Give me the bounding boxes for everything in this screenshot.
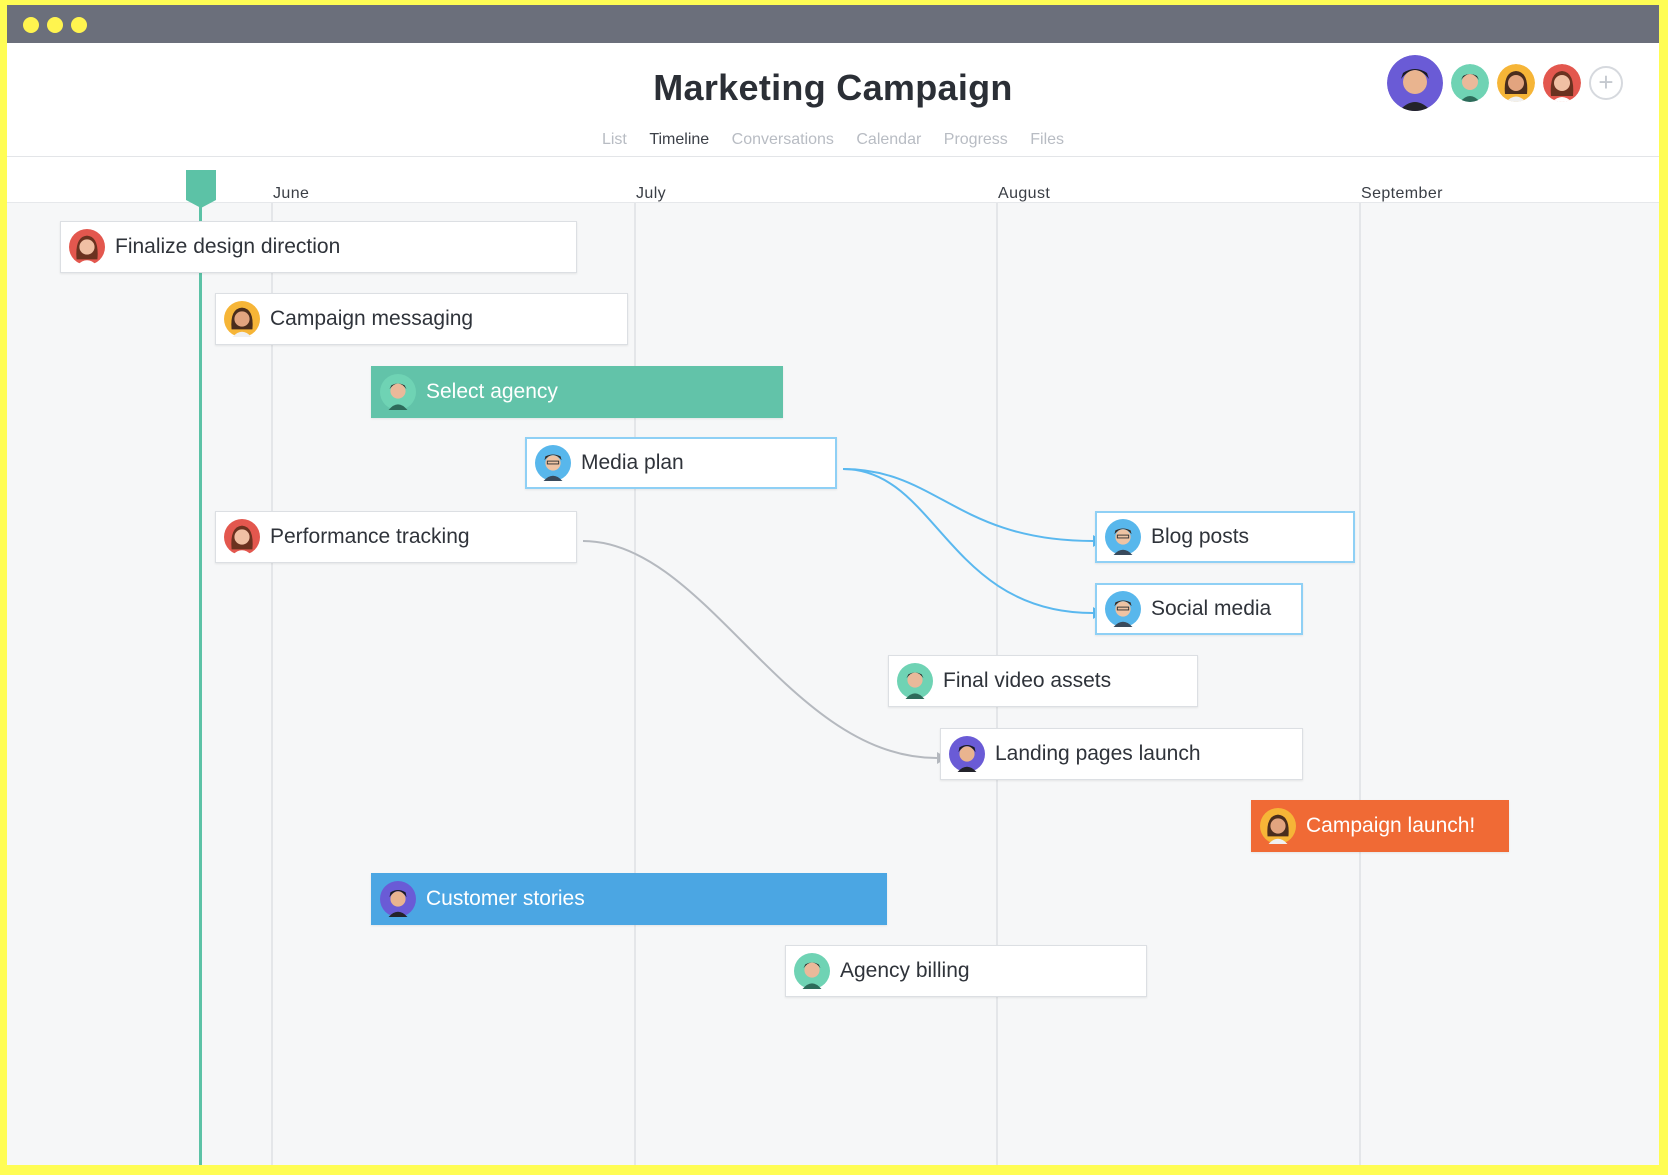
member-avatar-3[interactable] [1497,64,1535,102]
add-member-button[interactable]: + [1589,66,1623,100]
task-bar[interactable]: Landing pages launch [940,728,1303,780]
timeline-month-header: June July August September [7,157,1659,203]
member-avatar-1[interactable] [1387,55,1443,111]
task-bar[interactable]: Customer stories [371,873,887,925]
month-label-june: June [273,185,310,202]
tab-files[interactable]: Files [1030,131,1065,148]
tab-timeline[interactable]: Timeline [649,131,710,160]
task-bar[interactable]: Final video assets [888,655,1198,707]
tab-progress[interactable]: Progress [943,131,1008,148]
month-label-september: September [1361,185,1443,202]
assignee-avatar [535,445,571,481]
today-marker-flag-icon[interactable] [186,170,216,208]
tab-calendar[interactable]: Calendar [856,131,922,148]
window-titlebar [7,5,1659,43]
task-bar[interactable]: Campaign launch! [1251,800,1509,852]
task-bar[interactable]: Campaign messaging [215,293,628,345]
window-minimize-button[interactable] [47,17,63,33]
assignee-avatar [1260,808,1296,844]
task-label: Campaign messaging [270,307,474,330]
assignee-avatar [380,881,416,917]
task-label: Select agency [426,380,558,403]
assignee-avatar [224,301,260,337]
task-label: Campaign launch! [1306,814,1476,837]
task-bar[interactable]: Finalize design direction [60,221,577,273]
task-bar[interactable]: Agency billing [785,945,1147,997]
today-marker-line [199,195,202,1165]
task-label: Social media [1151,597,1272,620]
member-avatar-2[interactable] [1451,64,1489,102]
task-label: Media plan [581,451,684,474]
window-maximize-button[interactable] [71,17,87,33]
gridline-june [271,203,273,1165]
project-members: + [1387,55,1627,111]
assignee-avatar [1105,519,1141,555]
task-label: Blog posts [1151,525,1250,548]
app-window: Marketing Campaign [7,5,1659,1165]
project-tabs: List Timeline Conversations Calendar Pro… [7,131,1659,160]
task-label: Agency billing [840,959,970,982]
assignee-avatar [1105,591,1141,627]
assignee-avatar [897,663,933,699]
project-title: Marketing Campaign [653,67,1013,108]
tab-list[interactable]: List [601,131,627,148]
assignee-avatar [949,736,985,772]
task-bar[interactable]: Social media [1095,583,1303,635]
task-label: Customer stories [426,887,585,910]
task-bar[interactable]: Performance tracking [215,511,577,563]
month-label-august: August [998,185,1051,202]
assignee-avatar [224,519,260,555]
gridline-july [634,203,636,1165]
task-bar[interactable]: Select agency [371,366,783,418]
assignee-avatar [380,374,416,410]
gridline-september [1359,203,1361,1165]
task-label: Finalize design direction [115,235,341,258]
dependency-tracking-landingpages [582,540,938,759]
assignee-avatar [794,953,830,989]
task-label: Performance tracking [270,525,470,548]
tab-conversations[interactable]: Conversations [731,131,834,148]
project-header: Marketing Campaign [7,43,1659,160]
task-label: Landing pages launch [995,742,1201,765]
window-close-button[interactable] [23,17,39,33]
dependency-mediaplan-socialmedia [842,468,1094,614]
task-label: Final video assets [943,669,1112,692]
assignee-avatar [69,229,105,265]
dependency-mediaplan-blogposts [842,468,1094,542]
member-avatar-4[interactable] [1543,64,1581,102]
month-label-july: July [636,185,667,202]
task-bar[interactable]: Blog posts [1095,511,1355,563]
task-bar[interactable]: Media plan [525,437,837,489]
